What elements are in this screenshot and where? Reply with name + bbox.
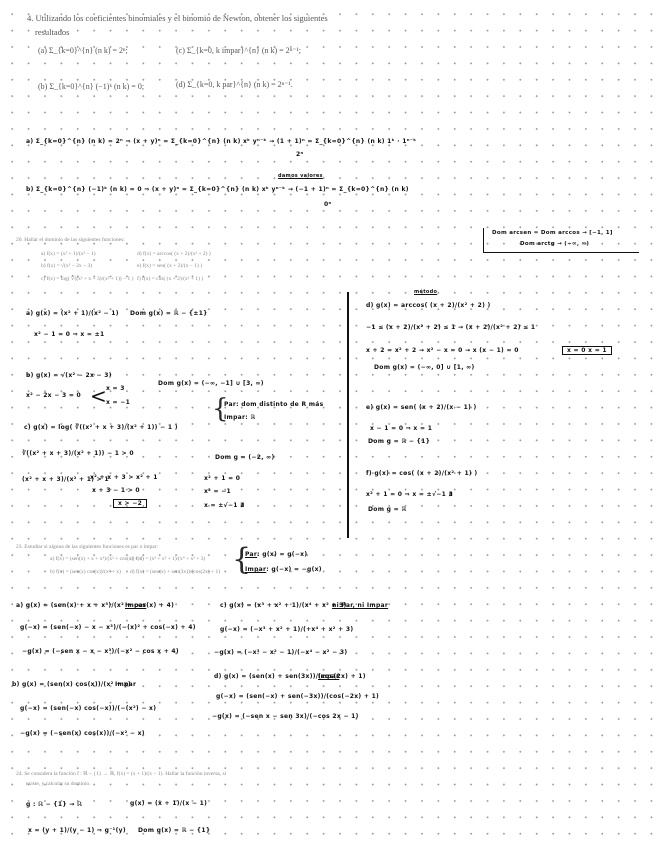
parity-c-verdict: ni Par, ni Impar [332,602,389,609]
parity-b-verdict: Impar [115,681,137,688]
parity-d-negated: g(−x) = (sen(−x) + sen(−3x))/(cos(−2x) +… [216,693,380,700]
parity-a-definition: a) g(x) = (sen(x) + x + x³)/(x² + cos(x)… [16,602,175,609]
parity-rule-par: Par: g(x) = g(−x) [245,551,307,558]
domain-c-side-1: x² + 1 = 0 [204,475,241,482]
domain-d-note: método [414,289,438,295]
exercise-inverse-statement-line1: 24. Se considera la función f : ℝ − {1} … [16,771,227,777]
domain-a-result: Dom g(x) = ℝ − {±1} [130,310,208,317]
boxed-note-bottom-border [483,252,639,254]
brace-symbol: { [212,394,229,424]
domain-c-step-4: x + 3 − 1 > 0 [92,487,140,494]
parity-par-rule: : g(x) = g(−x) [257,551,308,558]
domain-a-definition: a) g(x) = (x² + 1)/(x² − 1) [26,310,119,317]
exercise-domain-item-e: e) f(x) = sen( (x + 2)/(x − 1) ) [137,263,203,269]
parity-c-minus: −g(x) = (−x³ − x² − 1)/(−x⁴ − x² − 3) [214,649,348,656]
exercise-inverse-statement-line2: existe, y calcular su dominio. [26,781,91,787]
domain-d-result: Dom g(x) = (−∞, 0] ∪ [1, ∞) [374,364,475,371]
parity-a-minus: −g(x) = (−sen x − x − x³)/(−x² − cos x +… [22,648,179,655]
boxed-note-line1: Dom arcsen = Dom arccos → [−1, 1] [492,230,613,236]
exercise-4-statement-line2: resultados [35,27,70,37]
domain-d-step-2: x + 2 = x² + 2 → x² − x = 0 → x (x − 1) … [366,347,519,354]
parity-b-definition: b) g(x) = (sen(x) cos(x))/(x² + x) [12,681,131,688]
parity-d-verdict: Impar [318,673,340,680]
parity-par-label: Par [245,551,258,558]
exercise-domain-item-d: d) f(x) = arccos( (x + 2)/(x² + 2) ) [137,251,211,257]
domain-b-root-2: x = −1 [106,399,131,406]
domain-b-result: Dom g(x) = (−∞, −1] ∪ [3, ∞) [158,380,264,387]
inverse-mapping: g : ℝ − {1} → ℝ [26,801,83,808]
exercise-parity-item-b: b) f(x) = (sen(x) cos(x))/(x² + x) [50,569,121,575]
exercise-4-statement-line1: 4. Utilizando los coeficientes binomiale… [27,13,328,23]
parity-c-definition: c) g(x) = (x³ + x² + 1)/(x⁴ + x² + 3) [220,602,347,609]
inverse-domain-result: Dom g(x) = ℝ − {1} [138,827,211,834]
boxed-note-line2: Dom arctg → (−∞, ∞) [520,241,590,247]
exercise-4-item-b: (b) Σ_{k=0}^{n} (−1)ᵏ (n k) = 0; [38,82,145,91]
domain-b-root-1: x = 3 [106,385,125,392]
domain-c-result: Dom g = (−2, ∞) [215,454,275,461]
exercise-domain-item-b: b) f(x) = √(x² − 2x − 3) [41,263,93,269]
exercise-4-item-a: (a) Σ_{k=0}^{n} (n k) = 2ⁿ; [38,46,128,55]
domain-c-step-1: ∛((x² + x + 3)/(x² + 1)) − 1 > 0 [22,450,134,457]
exercise-parity-item-a: a) f(x) = (sen(x) + x + x³)/(x² + cos(x)… [50,556,144,562]
exercise-4-item-c: (c) Σ_{k=0, k impar}^{n} (n k) = 2ⁿ⁻¹; [176,46,302,55]
exercise-domain-item-a: a) f(x) = (x² + 1)/(x² − 1) [41,251,96,257]
exercise-parity-statement: 23. Estudiar si alguna de las siguientes… [16,544,159,550]
domain-c-step-3: x² + x + 3 > x² + 1 [90,474,158,481]
parity-impar-label: Impar [245,566,267,573]
branch-symbol: < [90,384,108,408]
domain-c-definition: c) g(x) = log( ∛((x² + x + 3)/(x² + 1)) … [24,424,178,431]
parity-d-definition: d) g(x) = (sen(x) + sen(3x))/(cos(2x) + … [214,673,366,680]
inverse-solve-step: x = (y + 1)/(y − 1) ⇒ g⁻¹(y) [28,827,126,834]
domain-e-result: Dom g = ℝ − {1} [368,438,431,445]
exercise-domain-statement: 20. Hallar el dominio de las siguientes … [16,237,125,243]
exercise-4-solution-b-note: damos valores [278,173,323,179]
domain-d-step-1: −1 ≤ (x + 2)/(x² + 2) ≤ 1 → (x + 2)/(x² … [366,324,536,331]
domain-e-definition: e) g(x) = sen( (x + 2)/(x − 1) ) [366,404,477,411]
domain-d-definition: d) g(x) = arccos( (x + 2)/(x² + 2) ) [366,302,491,309]
parity-a-verdict: Impar [125,602,147,609]
domain-b-definition: b) g(x) = √(x² − 2x − 3) [26,372,112,379]
parity-a-negated: g(−x) = (sen(−x) − x − x³)/(−(x)² + cos(… [20,624,196,631]
domain-c-side-3: x = ±√−1 ∄ [204,502,245,509]
boxed-note-left-border [483,228,485,253]
exercise-4-solution-a: a) Σ_{k=0}^{n} (n k) = 2ⁿ ⇒ (x + y)ⁿ = Σ… [26,138,417,145]
domain-d-boxed-result: x = 0 x = 1 [562,346,612,355]
exercise-domain-item-f: f) f(x) = cos( (x + 2)/(x² + 1) ) [137,276,204,282]
parity-rule-impar: Impar: g(−x) = −g(x) [245,566,322,573]
parity-b-negated: g(−x) = (sen(−x) cos(−x))/(−(x²) − x) [20,705,157,712]
domain-c-boxed-result: x > −2 [113,499,148,508]
exercise-4-solution-a-under: 2ⁿ [296,151,304,158]
parity-c-negated: g(−x) = (−x³ + x² + 1)/(+x⁴ + x² + 3) [220,626,354,633]
domain-b-step: x² − 2x − 3 = 0 [26,392,82,399]
column-divider [347,292,349,538]
parity-d-minus: −g(x) = (−sen x − sen 3x)/(−cos 2x − 1) [212,713,359,720]
parity-b-minus: −g(x) = (−sen(x) cos(x))/(−x² − x) [20,730,145,737]
domain-f-step: x² + 1 = 0 ⇒ x = ±√−1 ∄ [366,491,453,498]
exercise-4-solution-b: b) Σ_{k=0}^{n} (−1)ᵏ (n k) = 0 ⇒ (x + y)… [26,186,409,193]
exercise-domain-item-c: c) f(x) = log( ∛((x² + x + 3)/(x² + 1)) … [41,276,134,282]
exercise-parity-item-d: d) f(x) = (sen(x) + sen(3x))/(cos(2x) + … [130,569,221,575]
domain-c-step-2: (x² + x + 3)/(x² + 1) > 1 [22,476,109,483]
exercise-parity-item-c: c) f(x) = (x³ + x² + 1)/(x⁴ + x² + 3) [130,556,206,562]
exercise-4-item-d: (d) Σ_{k=0, k par}^{n} (n k) = 2ⁿ⁻¹. [176,80,293,89]
domain-a-step: x² − 1 = 0 ⇒ x = ±1 [34,331,105,338]
domain-f-definition: f) g(x) = cos( (x + 2)/(x² + 1) ) [366,470,478,477]
brace-note-impar: Impar: ℝ [224,414,256,421]
parity-impar-rule: : g(−x) = −g(x) [266,566,322,573]
exercise-4-solution-b-under: 0ⁿ [324,201,332,208]
domain-c-side-2: x² = −1 [204,488,232,495]
parity-brace-symbol: { [232,542,252,577]
domain-f-result: Dom g = ℝ [368,506,407,513]
inverse-function-definition: g(x) = (x + 1)/(x − 1) [130,800,208,807]
domain-e-step: x − 1 = 0 ⇒ x = 1 [370,425,433,432]
brace-note-par: Par: dom distinto de R más [224,401,324,408]
